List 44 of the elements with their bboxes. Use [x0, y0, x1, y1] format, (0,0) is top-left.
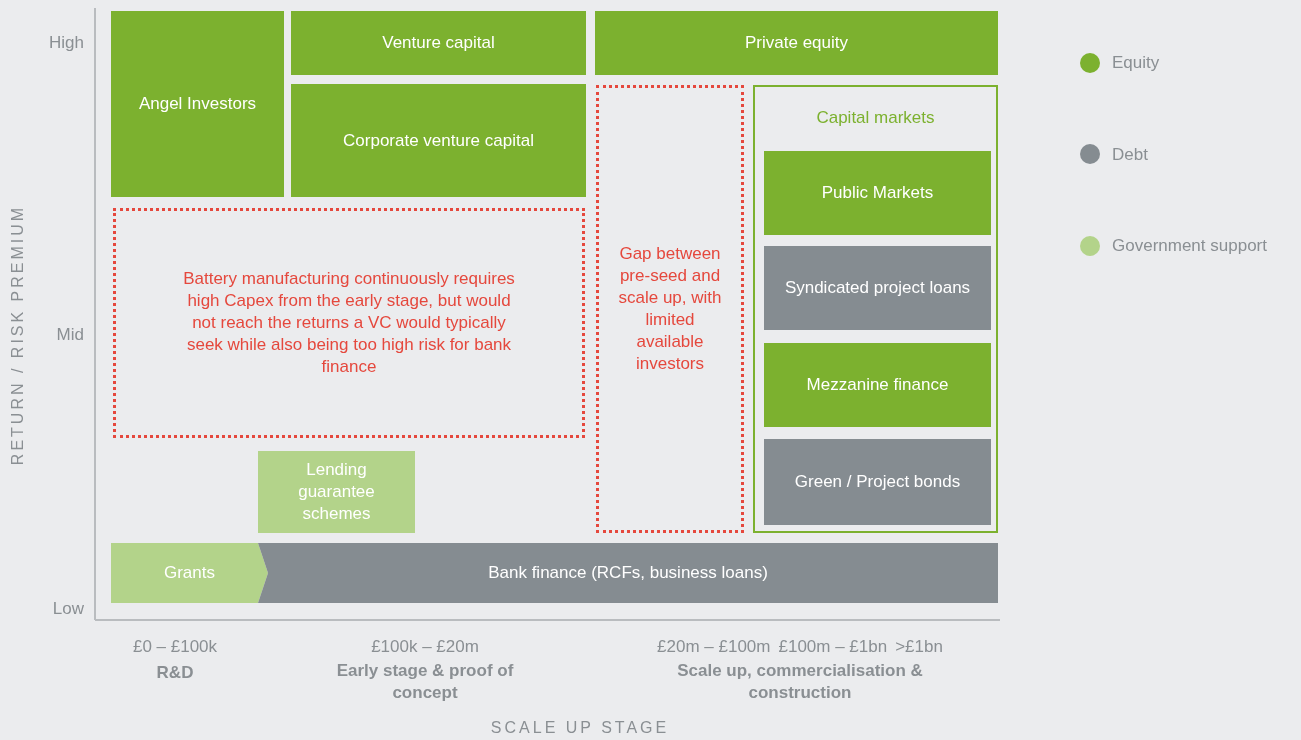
box-label: Syndicated project loans: [783, 277, 972, 299]
axis-tick-label: Low: [51, 598, 84, 620]
axis-tick-label: £100k – £20m: [371, 636, 479, 658]
equity-box: [764, 151, 991, 235]
stage-name: Scale up, commercialisation & construction: [676, 659, 924, 704]
legend-label: Government support: [1112, 235, 1267, 257]
axis-title: SCALE UP STAGE: [490, 718, 670, 738]
box-label: Lending guarantee schemes: [297, 459, 376, 525]
axis-tick-label: £0 – £100k: [132, 636, 218, 658]
box-label: Venture capital: [381, 32, 496, 54]
equity-box: [764, 343, 991, 427]
axis-tick-label: High: [48, 32, 84, 54]
dotted-note-box: [596, 85, 744, 533]
box-label: Battery manufacturing continuously requires high Capex from the early stage, but would not reach the returns a VC would typically seek while also being too high risk for bank finance: [182, 268, 516, 378]
equity-box: [291, 84, 586, 197]
box-label: Grants: [163, 562, 216, 584]
axis-title: RETURN / RISK PREMIUM: [8, 204, 27, 466]
debt-band: [258, 543, 998, 603]
box-label: Angel Investors: [137, 93, 258, 115]
box-label: Bank finance (RCFs, business loans): [487, 562, 769, 584]
axis-tick-label: £100m – £1bn: [778, 636, 888, 658]
equity-box: [291, 11, 586, 75]
dotted-note-box: [113, 208, 585, 438]
equity-box: [111, 11, 284, 197]
legend-label: Equity: [1112, 52, 1160, 74]
axis-tick-label: >£1bn: [895, 636, 943, 658]
stage-name: R&D: [156, 661, 194, 684]
box-label: Gap between pre-seed and scale up, with limited available investors: [617, 243, 723, 375]
box-label: Corporate venture capital: [342, 129, 535, 152]
group-frame: [753, 85, 998, 533]
box-label: Green / Project bonds: [793, 471, 962, 493]
box-label: Private equity: [744, 32, 849, 54]
support-box: [258, 451, 415, 533]
equity-box: [595, 11, 998, 75]
axis-tick-label: £20m – £100m: [657, 636, 771, 658]
stage-name: Early stage & proof of concept: [335, 659, 515, 704]
legend-label: Debt: [1112, 143, 1148, 166]
box-label: Mezzanine finance: [805, 374, 950, 396]
box-label: Public Markets: [820, 182, 935, 204]
debt-box: [764, 246, 991, 330]
axis-tick-label: Mid: [55, 324, 84, 346]
support-chevron: [111, 543, 268, 603]
box-label: Capital markets: [816, 107, 935, 129]
debt-box: [764, 439, 991, 525]
